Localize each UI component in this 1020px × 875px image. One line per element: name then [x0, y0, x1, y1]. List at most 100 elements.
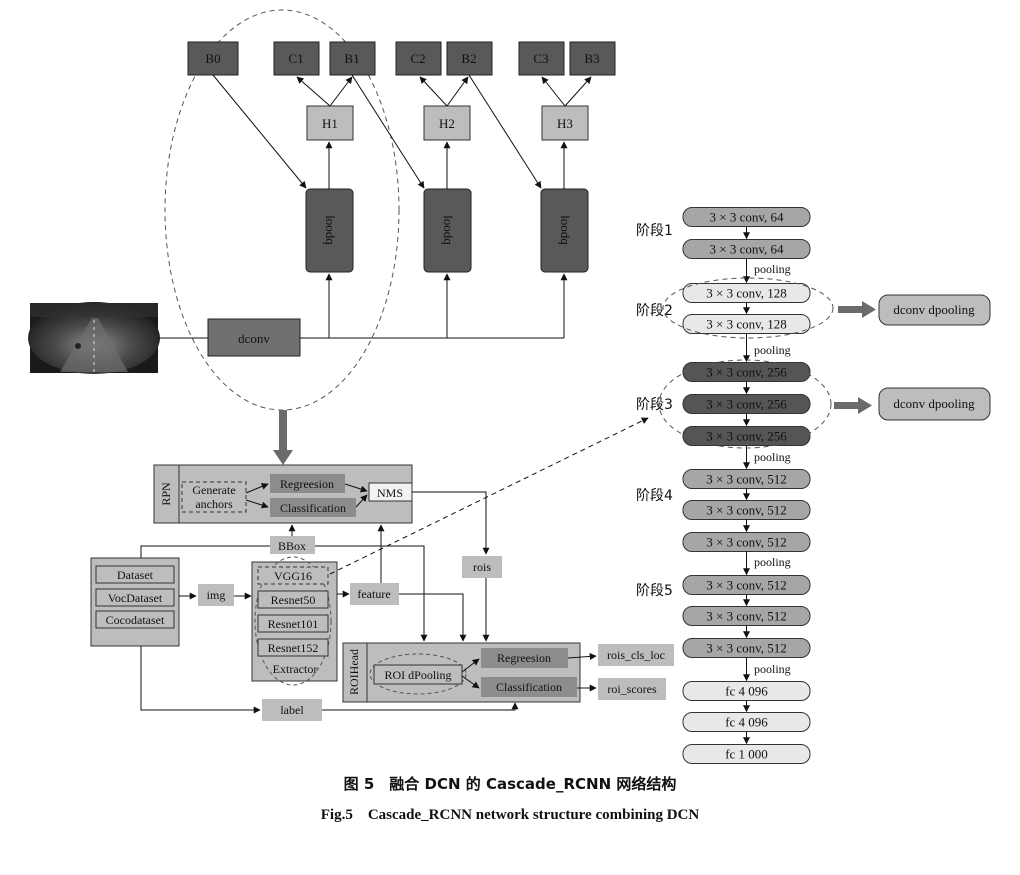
roi-classification-box	[481, 677, 577, 697]
rois-cls-loc-box: rois_cls_loc	[598, 644, 674, 666]
rois-cls-loc-label: rois_cls_loc	[607, 648, 665, 662]
c1-label: C1	[288, 51, 303, 66]
stage-1-label: 阶段1	[636, 223, 673, 239]
stage-3-ellipse	[658, 359, 832, 449]
b0-label: B0	[205, 51, 220, 66]
bbox-label: BBox	[278, 539, 306, 553]
stage-5-label: 阶段5	[636, 583, 673, 599]
backbone-resnet152	[257, 638, 329, 657]
c1-box: C1	[273, 41, 320, 76]
top-connectors	[158, 74, 592, 339]
b1-box: B1	[329, 41, 376, 76]
vgg-layer-label-12: 3 × 3 conv, 512	[706, 609, 787, 624]
pool-label-3: loodq	[558, 215, 573, 245]
c2-label: C2	[410, 51, 425, 66]
vgg-layer-box-16	[682, 744, 811, 764]
vgg-layer-label-13: 3 × 3 conv, 512	[706, 641, 787, 656]
b2-box: B2	[446, 41, 493, 76]
dconv-dpooling-label-1: dconv dpooling	[893, 302, 975, 317]
pool-box-2: loodq	[423, 188, 472, 273]
generate-label: Generate	[192, 483, 235, 497]
pooling-label-1: pooling	[754, 262, 791, 276]
h1-box: H1	[306, 105, 354, 141]
b2-label: B2	[461, 51, 476, 66]
roi-regreesion-box	[481, 648, 568, 668]
dconv-dpooling-label-2: dconv dpooling	[893, 396, 975, 411]
dataset-item-label-1: VocDataset	[108, 591, 163, 605]
feature-label: feature	[357, 587, 390, 601]
stage-4-label: 阶段4	[636, 488, 673, 504]
h3-box: H3	[541, 105, 589, 141]
backbone-resnet50	[257, 590, 329, 609]
vgg-layer-label-16: fc 1 000	[725, 747, 768, 762]
dataset-item-label-0: Dataset	[117, 568, 154, 582]
caption-chinese: 图 5 融合 DCN 的 Cascade_RCNN 网络结构	[343, 775, 677, 793]
backbone-label-2: Resnet101	[268, 617, 319, 631]
h2-box: H2	[423, 105, 471, 141]
vgg-layer-label-4: 3 × 3 conv, 128	[706, 317, 787, 332]
rpn-regreesion-label: Regreesion	[280, 477, 334, 491]
rois-box: rois	[462, 556, 502, 578]
dconv-dpooling-arrow-2	[834, 397, 872, 414]
h1-label: H1	[322, 116, 338, 131]
dataset-item-label-2: Cocodataset	[106, 613, 165, 627]
lower-connectors	[140, 524, 597, 714]
roi-dpooling-label: ROI dPooling	[384, 668, 451, 682]
rpn-classification-box	[270, 498, 356, 517]
vgg-layer-label-11: 3 × 3 conv, 512	[706, 578, 787, 593]
rpn-title: RPN	[159, 482, 173, 506]
vgg-layer-label-5: 3 × 3 conv, 256	[706, 365, 787, 380]
img-label: img	[207, 588, 226, 602]
dataset-item-dataset	[95, 565, 175, 584]
dconv-box: dconv	[207, 318, 301, 357]
label-label: label	[280, 703, 304, 717]
thick-down-arrow	[273, 410, 293, 465]
b3-label: B3	[584, 51, 599, 66]
backbone-resnet101	[257, 614, 329, 633]
c3-label: C3	[533, 51, 548, 66]
vgg-layer-label-9: 3 × 3 conv, 512	[706, 503, 787, 518]
caption-english: Fig.5 Cascade_RCNN network structure com…	[320, 807, 700, 823]
dconv-dpooling-box-2: dconv dpooling	[878, 387, 991, 421]
roi-regreesion-label: Regreesion	[497, 651, 551, 665]
generate-anchors-box	[181, 481, 247, 513]
backbone-vgg16	[257, 566, 329, 585]
dconv-dpooling-box-1: dconv dpooling	[878, 294, 991, 326]
roi-dpooling-box	[373, 664, 463, 685]
rpn-connectors	[245, 483, 490, 555]
c3-box: C3	[518, 41, 565, 76]
dataset-panel: Dataset VocDataset Cocodataset	[90, 557, 180, 647]
roi-scores-label: roi_scores	[607, 682, 657, 696]
rois-label: rois	[473, 560, 491, 574]
b0-box: B0	[187, 41, 239, 76]
c2-box: C2	[395, 41, 442, 76]
stage-2-label: 阶段2	[636, 303, 673, 319]
pooling-label-5: pooling	[754, 662, 791, 676]
roihead-title: ROIHead	[347, 649, 361, 695]
nms-label: NMS	[377, 486, 403, 500]
pooling-label-3: pooling	[754, 450, 791, 464]
camera-image	[28, 302, 160, 374]
vgg-layer-label-7: 3 × 3 conv, 256	[706, 429, 787, 444]
vgg-layer-column: 3 × 3 conv, 643 × 3 conv, 643 × 3 conv, …	[682, 207, 811, 764]
pool-box-1: loodq	[305, 188, 354, 273]
roihead-panel: ROIHead ROI dPooling Regreesion Classifi…	[342, 642, 581, 703]
pool-box-3: loodq	[540, 188, 589, 273]
rpn-panel: RPN Generate anchors Regreesion Classifi…	[153, 464, 413, 524]
pooling-label-4: pooling	[754, 555, 791, 569]
vgg-layer-label-10: 3 × 3 conv, 512	[706, 535, 787, 550]
vgg-layer-label-8: 3 × 3 conv, 512	[706, 472, 787, 487]
bbox-box: BBox	[270, 536, 315, 554]
extractor-panel: VGG16 Resnet50 Resnet101 Resnet152 Extra…	[251, 556, 338, 686]
dataset-item-voc	[95, 588, 175, 607]
stage-3-label: 阶段3	[636, 397, 673, 413]
vgg-layer-label-14: fc 4 096	[725, 684, 768, 699]
pool-label-2: loodq	[441, 215, 456, 245]
h2-label: H2	[439, 116, 455, 131]
h3-label: H3	[557, 116, 573, 131]
vgg-layer-label-2: 3 × 3 conv, 64	[709, 242, 784, 257]
feature-box: feature	[350, 583, 399, 605]
dconv-dpooling-arrow-1	[838, 301, 876, 318]
b3-box: B3	[569, 41, 616, 76]
